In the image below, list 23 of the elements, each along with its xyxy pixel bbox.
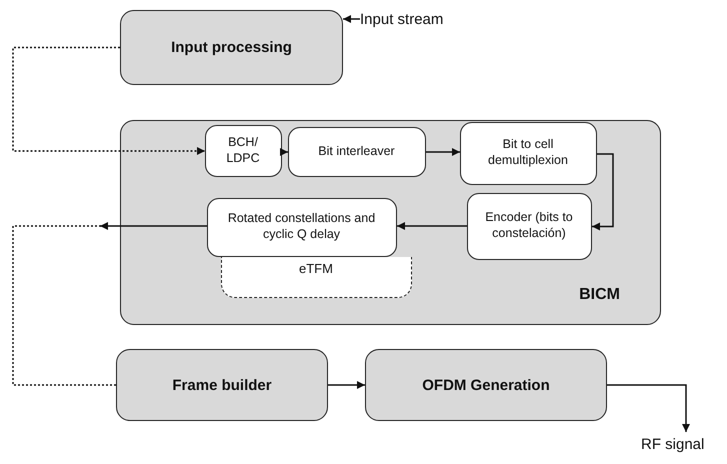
arrow (328, 381, 365, 389)
arrow (100, 222, 207, 230)
input-label: Input stream (360, 8, 490, 30)
bicm-panel (120, 120, 661, 325)
arrow (607, 384, 690, 432)
process-box: Bit interleaver (288, 126, 426, 176)
process-box: OFDM Generation (365, 349, 607, 421)
arrow (397, 222, 467, 230)
process-box: Frame builder (116, 349, 328, 421)
connector-line (12, 225, 116, 386)
process-box: Input processing (120, 10, 343, 85)
arrow (343, 15, 360, 23)
process-box: Bit to cell demultiplexion (460, 122, 596, 184)
process-box: Rotated constellations and cyclic Q delay (206, 198, 396, 256)
optional-box: eTFM (220, 256, 412, 298)
output-label: RF signal (641, 432, 727, 456)
process-box: BCH/ LDPC (204, 124, 282, 176)
arrow (280, 148, 288, 156)
group-title: BICM (579, 286, 620, 304)
process-box: Encoder (bits to constelación) (466, 192, 592, 260)
arrow (12, 46, 205, 155)
arrow (426, 148, 460, 156)
arrow (592, 153, 614, 230)
